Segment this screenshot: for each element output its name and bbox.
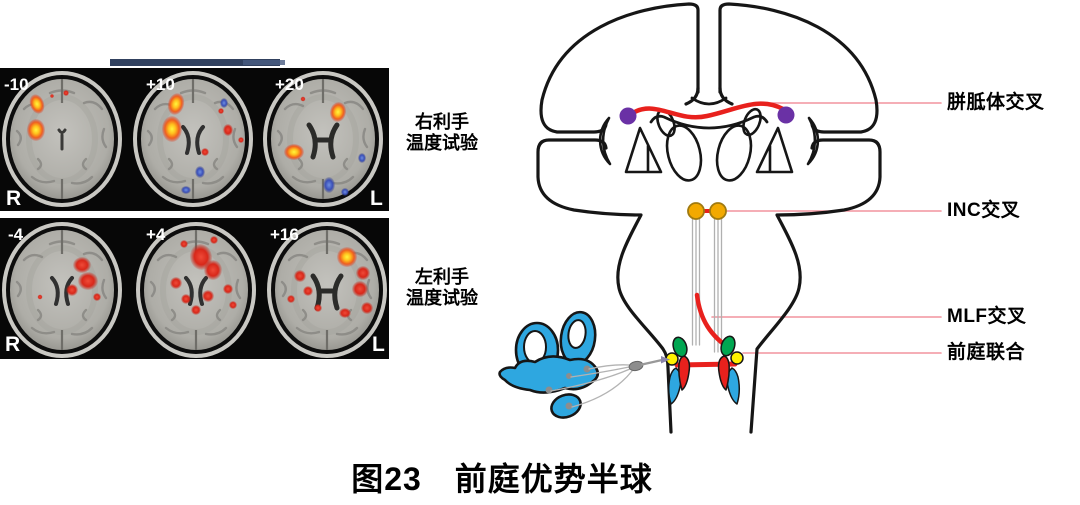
mri-decor-strip [110, 59, 285, 66]
slice-coordinate-label: -10 [4, 75, 29, 94]
slice-coordinate-label: -4 [8, 225, 24, 244]
figure-caption: 图23 前庭优势半球 [351, 461, 653, 497]
ampulla-dots [545, 365, 591, 410]
nerve-arrowhead [661, 356, 670, 364]
vestibular-nuclei-right [717, 335, 744, 405]
brainstem-outline [536, 138, 882, 434]
slice-coordinate-label: +4 [146, 225, 166, 244]
test-label-line: 右利手 [415, 112, 469, 132]
deep-nuclei-shapes [598, 107, 820, 182]
annotation-vestibular-commissure: 前庭联合 [947, 342, 1026, 363]
inc-node-left [687, 202, 705, 220]
side-marker-right: R [6, 187, 21, 210]
test-label-line: 温度试验 [406, 288, 478, 308]
corpus-callosum-crossing-path [628, 101, 786, 120]
slice-coordinate-label: +16 [270, 225, 299, 244]
annotation-inc-crossing: INC交叉 [947, 200, 1021, 221]
mri-slice [2, 71, 122, 207]
annotation-mlf-crossing: MLF交叉 [947, 306, 1027, 327]
test-label-right-handed: 右利手 温度试验 [398, 112, 486, 154]
side-marker-left: L [370, 187, 383, 210]
test-label-line: 温度试验 [406, 133, 478, 153]
crossing-pathways [628, 101, 786, 368]
slice-coordinate-label: +20 [275, 75, 304, 94]
mri-panel-left-handed: -4 +4 +16 R L [0, 218, 389, 359]
mri-slice [267, 222, 387, 358]
vestibular-nuclei-left [665, 336, 691, 405]
side-marker-left: L [372, 333, 385, 356]
slice-coordinate-label: +10 [146, 75, 175, 94]
test-label-left-handed: 左利手 温度试验 [398, 267, 486, 309]
side-marker-right: R [5, 333, 20, 356]
cerebral-hemispheres-outline [539, 2, 879, 134]
callosal-node-right [777, 106, 795, 124]
mri-panel-right-handed: -10 +10 +20 R L [0, 68, 389, 211]
annotation-corpus-callosum-crossing: 胼胝体交叉 [947, 92, 1045, 113]
vestibular-ganglion-node [628, 360, 644, 372]
inc-node-right [709, 202, 727, 220]
mri-slice [2, 222, 122, 358]
mri-slice [133, 71, 253, 207]
mri-slice [263, 71, 383, 207]
mlf-fibre-lines [691, 218, 723, 353]
mri-slice [136, 222, 256, 358]
brain-diagram [498, 2, 942, 434]
test-label-line: 左利手 [415, 267, 469, 287]
callosal-node-left [619, 107, 637, 125]
labyrinth-illustration [498, 310, 600, 419]
vestibular-nerve [550, 356, 670, 408]
